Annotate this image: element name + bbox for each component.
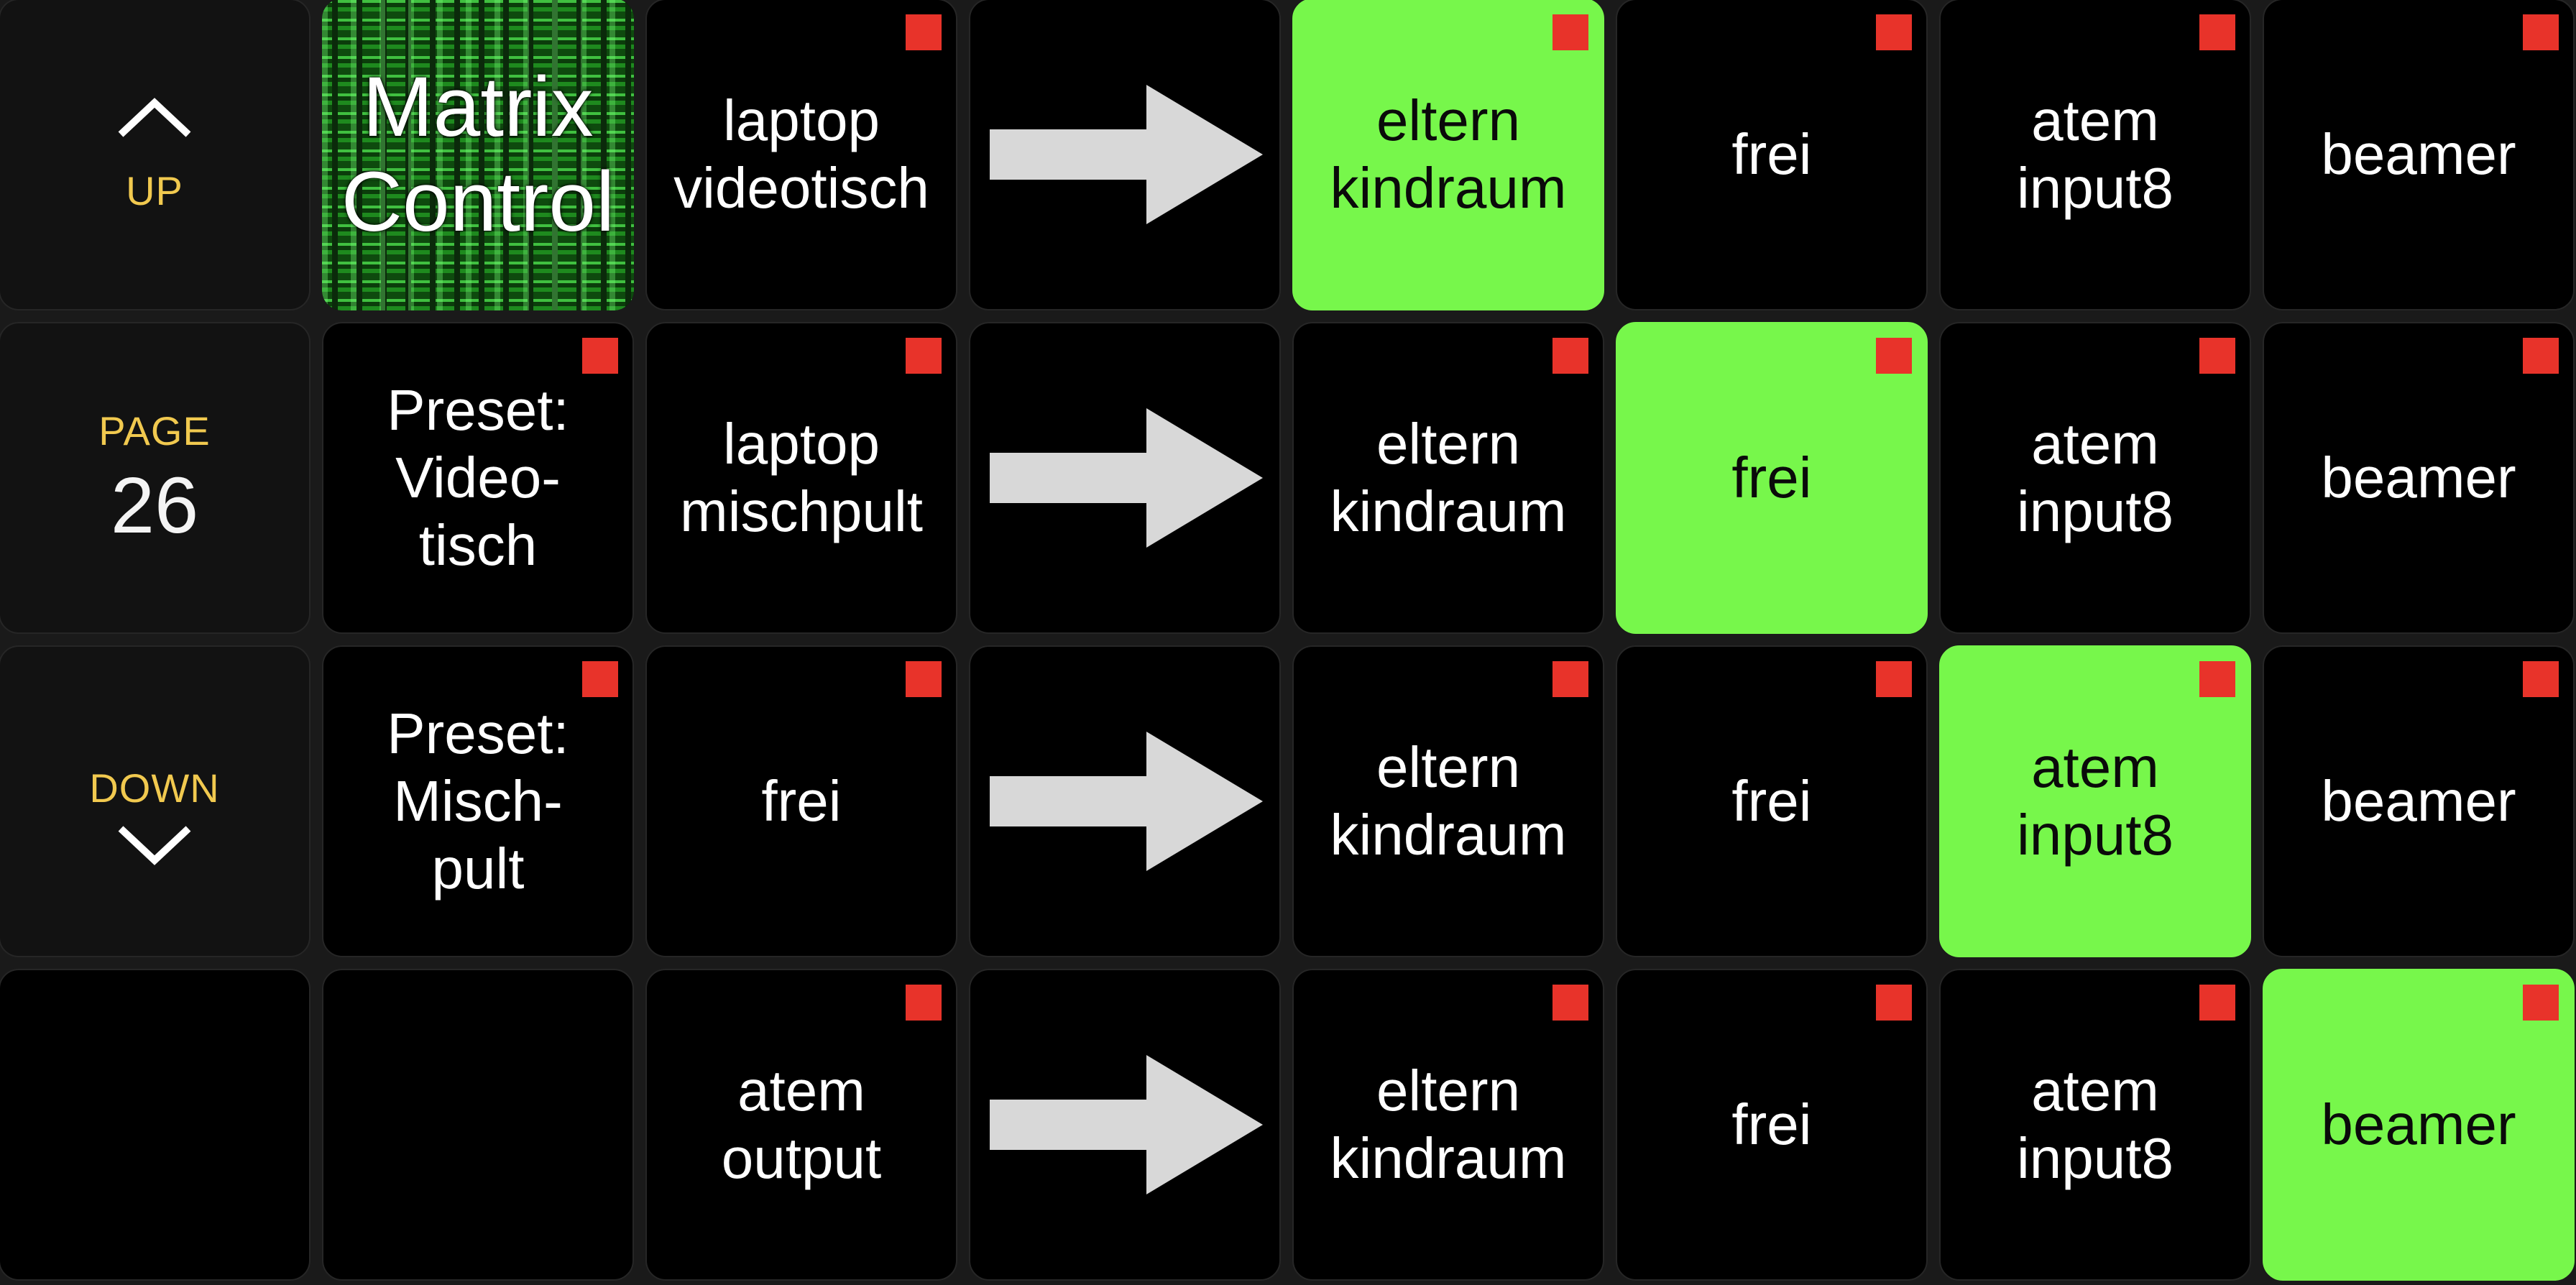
status-indicator [1876,985,1912,1021]
status-indicator [2523,661,2559,697]
status-indicator [2199,985,2235,1021]
status-indicator [2199,338,2235,374]
output-label: eltern kindraum [1330,735,1567,867]
output-button-row-2-col-2[interactable]: frei [1616,322,1928,634]
output-label: frei [1731,446,1812,510]
output-label: atem input8 [2017,735,2174,867]
output-label: eltern kindraum [1330,412,1567,543]
page-up-label: UP [126,167,183,213]
arrow-right-icon [990,732,1263,871]
input-button-row-4[interactable]: atem output [645,969,957,1281]
output-label: eltern kindraum [1330,1059,1567,1190]
output-button-row-1-col-3[interactable]: atem input8 [1939,0,2251,310]
output-label: eltern kindraum [1330,88,1567,220]
preset-videotisch-button[interactable]: Preset: Video- tisch [322,322,634,634]
status-indicator [906,661,942,697]
output-button-row-4-col-1[interactable]: eltern kindraum [1292,969,1604,1281]
chevron-down-icon [118,825,191,865]
output-button-row-3-col-4[interactable]: beamer [2263,645,2575,957]
output-label: beamer [2321,769,2516,833]
route-arrow-row-3 [969,645,1281,957]
preset-mischpult-button[interactable]: Preset: Misch- pult [322,645,634,957]
status-indicator [1552,338,1588,374]
matrix-rain-background [322,0,634,310]
output-button-row-1-col-4[interactable]: beamer [2263,0,2575,310]
matrix-control-logo: Matrix Control [322,0,634,310]
output-button-row-3-col-1[interactable]: eltern kindraum [1292,645,1604,957]
output-label: atem input8 [2017,412,2174,543]
status-indicator [1876,338,1912,374]
input-button-row-3[interactable]: frei [645,645,957,957]
output-button-row-1-col-2[interactable]: frei [1616,0,1928,310]
status-indicator [906,985,942,1021]
output-button-row-1-col-1[interactable]: eltern kindraum [1292,0,1604,310]
output-label: frei [1731,122,1812,186]
input-label: laptop mischpult [680,412,923,543]
status-indicator [906,14,942,50]
status-indicator [906,338,942,374]
output-label: frei [1731,769,1812,833]
page-down-label: DOWN [89,765,220,811]
status-indicator [1552,14,1588,50]
arrow-right-icon [990,85,1263,224]
output-button-row-2-col-3[interactable]: atem input8 [1939,322,2251,634]
preset-label: Preset: Misch- pult [387,701,569,901]
arrow-right-icon [990,408,1263,548]
arrow-right-icon [990,1055,1263,1194]
output-button-row-4-col-4[interactable]: beamer [2263,969,2575,1281]
output-button-row-4-col-2[interactable]: frei [1616,969,1928,1281]
input-label: laptop videotisch [673,88,929,220]
status-indicator [1552,661,1588,697]
input-button-row-2[interactable]: laptop mischpult [645,322,957,634]
route-arrow-row-4 [969,969,1281,1281]
status-indicator [582,661,618,697]
status-indicator [2199,661,2235,697]
output-button-row-2-col-4[interactable]: beamer [2263,322,2575,634]
page-label: PAGE [98,407,211,453]
preset-label: Preset: Video- tisch [387,378,569,577]
page-up-button[interactable]: UP [0,0,310,310]
page-number: 26 [110,461,199,550]
output-label: beamer [2321,1092,2516,1156]
chevron-up-icon [118,97,191,137]
empty-button[interactable] [0,969,310,1281]
route-arrow-row-2 [969,322,1281,634]
input-label: atem output [721,1059,882,1190]
status-indicator [582,338,618,374]
output-label: beamer [2321,122,2516,186]
page-down-button[interactable]: DOWN [0,645,310,957]
route-arrow-row-1 [969,0,1281,310]
output-button-row-2-col-1[interactable]: eltern kindraum [1292,322,1604,634]
status-indicator [2523,338,2559,374]
output-button-row-4-col-3[interactable]: atem input8 [1939,969,2251,1281]
input-label: frei [761,769,842,833]
output-label: frei [1731,1092,1812,1156]
status-indicator [1876,14,1912,50]
empty-button[interactable] [322,969,634,1281]
page-indicator: PAGE 26 [0,322,310,634]
status-indicator [1876,661,1912,697]
output-label: atem input8 [2017,1059,2174,1190]
input-button-row-1[interactable]: laptop videotisch [645,0,957,310]
status-indicator [2523,14,2559,50]
output-label: beamer [2321,446,2516,510]
logo-text: Matrix Control [341,60,615,249]
status-indicator [2523,985,2559,1021]
output-label: atem input8 [2017,88,2174,220]
status-indicator [1552,985,1588,1021]
status-indicator [2199,14,2235,50]
output-button-row-3-col-3[interactable]: atem input8 [1939,645,2251,957]
output-button-row-3-col-2[interactable]: frei [1616,645,1928,957]
